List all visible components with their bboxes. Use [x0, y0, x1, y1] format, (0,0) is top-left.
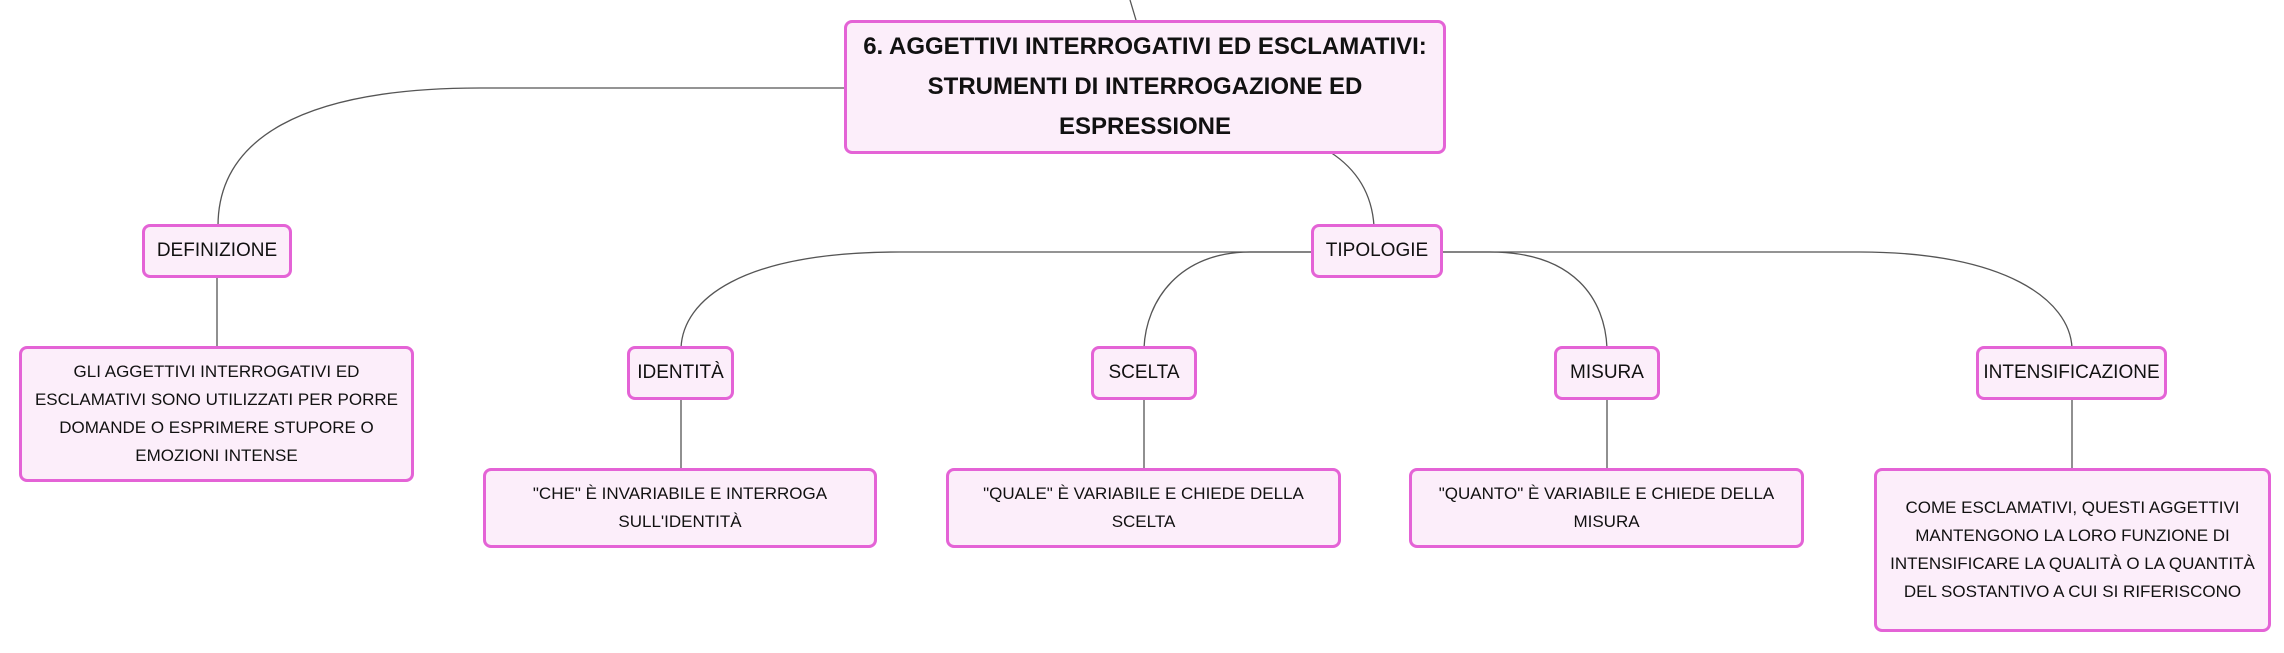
intensificazione-label: INTENSIFICAZIONE [1983, 362, 2160, 383]
definizione-label: DEFINIZIONE [156, 240, 278, 261]
intensificazione-text: COME ESCLAMATIVI, QUESTI AGGETTIVI MANTE… [1890, 498, 2255, 601]
connector-parent-root [1129, 0, 1137, 21]
definizione-node[interactable]: DEFINIZIONE [142, 224, 292, 278]
connector-root-definizione [217, 87, 844, 227]
misura-label: MISURA [1570, 362, 1644, 383]
definizione-text-node[interactable]: GLI AGGETTIVI INTERROGATIVI ED ESCLAMATI… [19, 346, 414, 482]
scelta-label: SCELTA [1108, 362, 1180, 383]
identita-node[interactable]: IDENTITÀ [627, 346, 734, 400]
connector-tipologie-scelta [1143, 251, 1315, 349]
misura-text: "QUANTO" È VARIABILE E CHIEDE DELLA MISU… [1438, 484, 1775, 531]
identita-label: IDENTITÀ [637, 362, 724, 383]
scelta-text-node[interactable]: "QUALE" È VARIABILE E CHIEDE DELLA SCELT… [946, 468, 1341, 548]
tipologie-node[interactable]: TIPOLOGIE [1311, 224, 1443, 278]
definizione-text: GLI AGGETTIVI INTERROGATIVI ED ESCLAMATI… [34, 362, 399, 465]
root-topic-line-2: STRUMENTI DI INTERROGAZIONE ED ESPRESSIO… [927, 73, 1363, 140]
root-topic-line-1: 6. AGGETTIVI INTERROGATIVI ED ESCLAMATIV… [863, 33, 1427, 60]
intensificazione-node[interactable]: INTENSIFICAZIONE [1976, 346, 2167, 400]
scelta-text: "QUALE" È VARIABILE E CHIEDE DELLA SCELT… [983, 484, 1304, 531]
identita-text: "CHE" È INVARIABILE E INTERROGA SULL'IDE… [532, 484, 828, 531]
identita-text-node[interactable]: "CHE" È INVARIABILE E INTERROGA SULL'IDE… [483, 468, 877, 548]
connector-tipologie-identita [680, 251, 1315, 349]
connector-root-tipologie [1329, 151, 1375, 227]
scelta-node[interactable]: SCELTA [1091, 346, 1197, 400]
misura-text-node[interactable]: "QUANTO" È VARIABILE E CHIEDE DELLA MISU… [1409, 468, 1804, 548]
connector-tipologie-intensificazione [1442, 251, 2073, 349]
connector-tipologie-misura [1442, 251, 1608, 349]
tipologie-label: TIPOLOGIE [1325, 240, 1429, 261]
misura-node[interactable]: MISURA [1554, 346, 1660, 400]
intensificazione-text-node[interactable]: COME ESCLAMATIVI, QUESTI AGGETTIVI MANTE… [1874, 468, 2271, 632]
root-topic-node[interactable]: 6. AGGETTIVI INTERROGATIVI ED ESCLAMATIV… [844, 20, 1446, 154]
